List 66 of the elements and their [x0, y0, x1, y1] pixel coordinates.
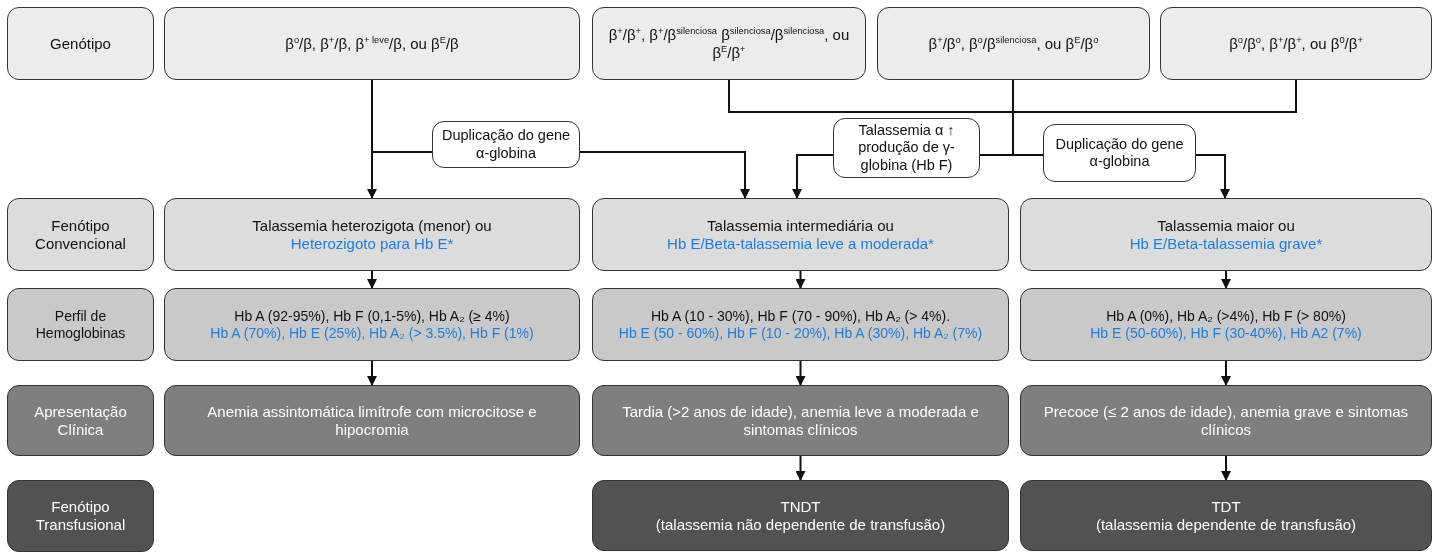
box-text: Duplicação do gene α-globina: [1054, 135, 1185, 171]
box-subtext: (talassemia não dependente de transfusão): [655, 515, 946, 534]
row-label: [7, 385, 154, 456]
box-subtext: Hb E/Beta-talassemia leve a moderada*: [667, 234, 934, 253]
genotype-box: [1160, 7, 1432, 80]
genotype-box: [592, 7, 866, 80]
box-subtext: Hb E/Beta-talassemia grave*: [1129, 234, 1323, 253]
box-subtext: Heterozigoto para Hb E*: [290, 234, 454, 253]
box-text: β$^{o}$/β$^{o}$, β$^{+}$/β$^{+}$, ou β$^{0}$/β$^{+}$: [1229, 34, 1363, 53]
box-text: β$^{+}$/β$^{o}$, β$^{o}$/β$^{silenciosa}$, ou β$^{E}$/β$^{o}$: [928, 34, 1099, 53]
arrow: [367, 270, 377, 289]
arrow: [1195, 154, 1230, 199]
connector-line: [371, 79, 433, 153]
box-subtext: Hb E (50 - 60%), Hb F (10 - 20%), Hb A (30%), Hb A₂ (7%): [618, 324, 983, 342]
box-text: β$^{+}$/β$^{+}$, β$^{+}$/β$^{silenciosa}$ β$^{silenciosa}$/β$^{silenciosa}$, ou β$^{E}$/β$^{+}$: [607, 25, 851, 62]
box-subtext: (talassemia dependente de transfusão): [1095, 515, 1357, 534]
box-text: Talassemia intermediária ou: [707, 216, 894, 235]
arrow: [1221, 270, 1231, 289]
arrow: [795, 455, 806, 481]
box-text: Hb A (0%), Hb A₂ (>4%), Hb F (> 80%): [1106, 307, 1346, 325]
box-text: Hb A (10 - 30%), Hb F (70 - 90%), Hb A₂ (> 4%).: [650, 307, 951, 325]
box-text: Talassemia maior ou: [1157, 216, 1295, 235]
profile-box: [164, 288, 580, 361]
phenotype-box: [1020, 198, 1432, 271]
arrow: [367, 360, 377, 386]
genotype-box: [164, 7, 580, 80]
note-box: [833, 118, 980, 178]
clinical-box: [1020, 385, 1432, 456]
box-text: Fenótipo Convencional: [34, 216, 127, 253]
arrow: [1221, 455, 1231, 481]
box-text: Fenótipo Transfusional: [34, 498, 127, 534]
phenotype-box: [592, 198, 1009, 271]
arrow: [1221, 360, 1231, 386]
profile-box: [1020, 288, 1432, 361]
profile-box: [592, 288, 1009, 361]
box-text: Anemia assintomática limítrofe com microcitose e hipocromia: [206, 402, 538, 439]
box-subtext: Hb A (70%), Hb E (25%), Hb A₂ (> 3.5%), Hb F (1%): [210, 324, 534, 342]
clinical-box: [164, 385, 580, 456]
box-text: Duplicação do gene α-globina: [440, 127, 572, 162]
box-text: Talassemia α ↑ produção de γ-globina (Hb F): [857, 121, 956, 175]
phenotype-box: [164, 198, 580, 271]
box-text: TNDT: [780, 497, 821, 516]
note-box: [432, 121, 580, 168]
box-text: Apresentação Clínica: [33, 402, 128, 439]
row-label: [7, 7, 154, 80]
box-text: Talassemia heterozigota (menor) ou: [252, 216, 492, 235]
row-label: [7, 198, 154, 271]
arrow: [792, 154, 834, 199]
box-text: Perfil de Hemoglobinas: [34, 307, 127, 342]
row-label: [7, 288, 154, 361]
box-text: Tardia (>2 anos de idade), anemia leve a moderada e sintomas clínicos: [621, 402, 980, 439]
arrow: [795, 360, 806, 386]
box-subtext: Hb E (50-60%), Hb F (30-40%), Hb A2 (7%): [1090, 324, 1362, 342]
box-text: β$^{o}$/β, β$^{+}$/β, β$^{+ leve}$/β, ou β$^{E}$/β: [285, 34, 459, 53]
transfusion-box: [592, 480, 1009, 551]
arrow: [579, 151, 750, 199]
transfusion-box: [1020, 480, 1432, 551]
box-text: Genótipo: [50, 34, 111, 53]
box-text: TDT: [1211, 497, 1241, 516]
genotype-box: [877, 7, 1150, 80]
clinical-box: [592, 385, 1009, 456]
arrow: [795, 270, 806, 289]
row-label: [7, 480, 154, 552]
note-box: [1043, 124, 1196, 182]
box-text: Hb A (92-95%), Hb F (0,1-5%), Hb A₂ (≥ 4%): [234, 307, 510, 325]
box-text: Precoce (≤ 2 anos de idade), anemia grave e sintomas clínicos: [1042, 402, 1410, 439]
